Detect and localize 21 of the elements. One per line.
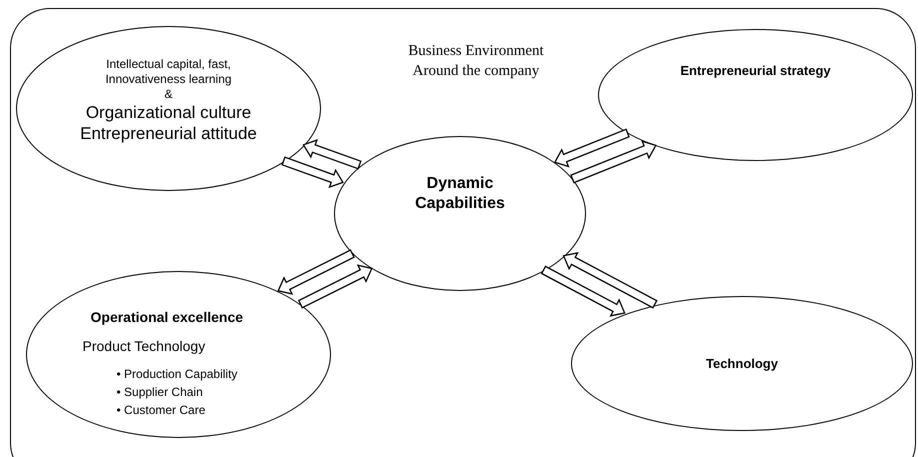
block-arrow [554,128,630,168]
node-text: Technology [706,354,778,373]
block-arrow [281,156,344,188]
node-text: Operational excellence [90,308,244,327]
bullet-item: • Production Capability [116,366,238,382]
environment-frame [10,8,916,457]
node-text: & [164,86,172,102]
block-arrow [562,252,658,309]
block-arrow [277,249,355,295]
node-text: Entrepreneurial strategy [680,62,831,80]
block-arrow [298,264,373,309]
block-arrow [302,139,362,170]
frame-title: Business Environment Around the company [407,42,545,81]
block-arrow [540,266,626,317]
node-text: Intellectual capital, fast, Innovativeness learning [104,56,233,87]
node-text: Dynamic Capabilities [414,174,506,214]
bullet-item: • Supplier Chain [116,384,204,400]
node-text: Product Technology [82,336,206,356]
block-arrow [570,140,657,184]
bullet-item: • Customer Care [116,402,206,418]
node-text: Organizational culture Entrepreneurial attitude [79,102,258,144]
